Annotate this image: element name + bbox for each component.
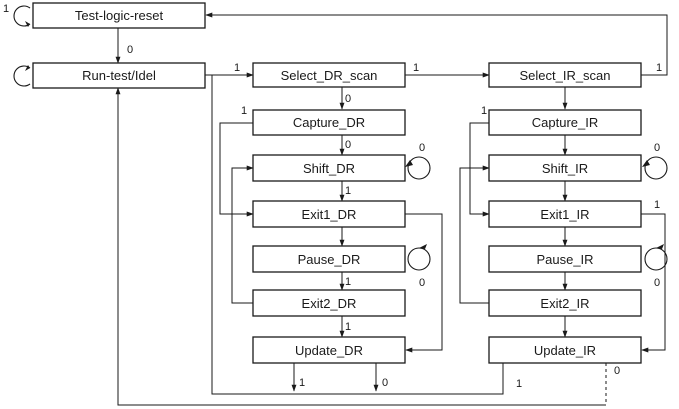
loop-shift-dr-head xyxy=(405,160,413,167)
state-label-shift-ir: Shift_IR xyxy=(542,161,588,176)
state-capture-ir: Capture_IR xyxy=(488,109,642,136)
loop-pause-ir-head xyxy=(656,244,664,249)
edge-label-update-dr-0: 0 xyxy=(382,377,388,389)
edge-label-select-ir-to-tlr-1: 1 xyxy=(656,62,662,74)
loop-pause-dr-head xyxy=(419,244,427,249)
state-shift-dr: Shift_DR xyxy=(252,154,406,182)
edge-label-select-dr-to-ir-1: 1 xyxy=(413,62,419,74)
edge-label-update-dr-1: 1 xyxy=(299,377,305,389)
edge-label-shift-dr-loop-0: 0 xyxy=(419,142,425,154)
edge-label-shift-ir-loop-0: 0 xyxy=(654,142,660,154)
state-run-test-idle: Run-test/Idel xyxy=(32,62,206,89)
edge-label-pause-dr-loop-0: 0 xyxy=(419,277,425,289)
state-update-dr: Update_DR xyxy=(252,336,406,364)
state-label-capture-ir: Capture_IR xyxy=(532,115,598,130)
edge-label-capture-dr-to-exit1-1: 1 xyxy=(241,105,247,117)
edge-exit1-ir-to-update-ir xyxy=(641,213,666,353)
edge-label-exit2-dr-to-update-1: 1 xyxy=(345,321,351,333)
edge-label-rti-select-dr-1: 1 xyxy=(234,62,240,74)
edge-label-select-dr-to-capture-0: 0 xyxy=(345,93,351,105)
state-label-test-logic-reset: Test-logic-reset xyxy=(75,8,164,23)
state-update-ir: Update_IR xyxy=(488,336,642,364)
edge-label-tlr-to-rti-0: 0 xyxy=(127,44,133,56)
loop-pause-dr xyxy=(407,247,431,271)
edge-label-exit1-ir-to-update-1: 1 xyxy=(654,199,660,211)
state-exit1-dr: Exit1_DR xyxy=(252,200,406,228)
edge-label-tlr-loop-1: 1 xyxy=(3,3,9,15)
loop-tlr-head xyxy=(25,21,30,27)
loop-shift-ir xyxy=(644,156,668,180)
state-label-select-ir-scan: Select_IR_scan xyxy=(519,68,610,83)
state-select-dr-scan: Select_DR_scan xyxy=(252,62,406,88)
edge-exit2-ir-to-shift-ir xyxy=(459,165,490,304)
state-label-run-test-idle: Run-test/Idel xyxy=(82,68,156,83)
edge-exit2-dr-to-shift-dr xyxy=(231,165,254,304)
edge-update-to-rti-bus xyxy=(115,87,606,406)
state-label-exit1-ir: Exit1_IR xyxy=(540,207,589,222)
state-label-exit1-dr: Exit1_DR xyxy=(302,207,357,222)
state-label-update-ir: Update_IR xyxy=(534,343,596,358)
edge-label-update-ir-1: 1 xyxy=(516,378,522,390)
edge-label-pause-dr-to-exit2-1: 1 xyxy=(345,276,351,288)
loop-shift-ir-head xyxy=(642,160,650,167)
state-pause-ir: Pause_IR xyxy=(488,245,642,273)
edge-label-capture-ir-to-exit1-1: 1 xyxy=(481,105,487,117)
state-label-update-dr: Update_DR xyxy=(295,343,363,358)
state-test-logic-reset: Test-logic-reset xyxy=(32,2,206,29)
loop-shift-dr xyxy=(407,156,431,180)
edge-exit1-dr-to-update-dr xyxy=(405,213,443,353)
self-loops xyxy=(13,5,668,271)
loop-pause-ir xyxy=(644,247,668,271)
state-exit2-ir: Exit2_IR xyxy=(488,289,642,317)
state-label-exit2-dr: Exit2_DR xyxy=(302,296,357,311)
state-exit2-dr: Exit2_DR xyxy=(252,289,406,317)
state-select-ir-scan: Select_IR_scan xyxy=(488,62,642,88)
state-label-capture-dr: Capture_DR xyxy=(293,115,365,130)
state-label-exit2-ir: Exit2_IR xyxy=(540,296,589,311)
state-capture-dr: Capture_DR xyxy=(252,109,406,136)
state-label-pause-dr: Pause_DR xyxy=(298,252,361,267)
edge-labels: 1 0 1 1 1 0 1 0 0 1 0 1 1 1 0 1 0 1 0 1 … xyxy=(3,3,662,390)
edge-capture-dr-to-exit1-dr xyxy=(219,122,254,217)
state-shift-ir: Shift_IR xyxy=(488,154,642,182)
edge-select-ir-to-tlr xyxy=(205,12,668,76)
state-label-select-dr-scan: Select_DR_scan xyxy=(281,68,378,83)
transitions xyxy=(115,12,668,406)
edge-update-to-select-dr-bus xyxy=(211,75,504,395)
state-pause-dr: Pause_DR xyxy=(252,245,406,273)
state-label-shift-dr: Shift_DR xyxy=(303,161,355,176)
edge-label-shift-dr-to-exit1-1: 1 xyxy=(345,185,351,197)
loop-rti xyxy=(13,65,31,87)
edge-label-update-ir-0: 0 xyxy=(614,365,620,377)
state-label-pause-ir: Pause_IR xyxy=(536,252,593,267)
loop-tlr xyxy=(13,5,31,27)
edge-label-pause-ir-loop-0: 0 xyxy=(654,277,660,289)
state-exit1-ir: Exit1_IR xyxy=(488,200,642,228)
edge-label-capture-dr-to-shift-0: 0 xyxy=(345,139,351,151)
loop-rti-head xyxy=(25,65,30,71)
